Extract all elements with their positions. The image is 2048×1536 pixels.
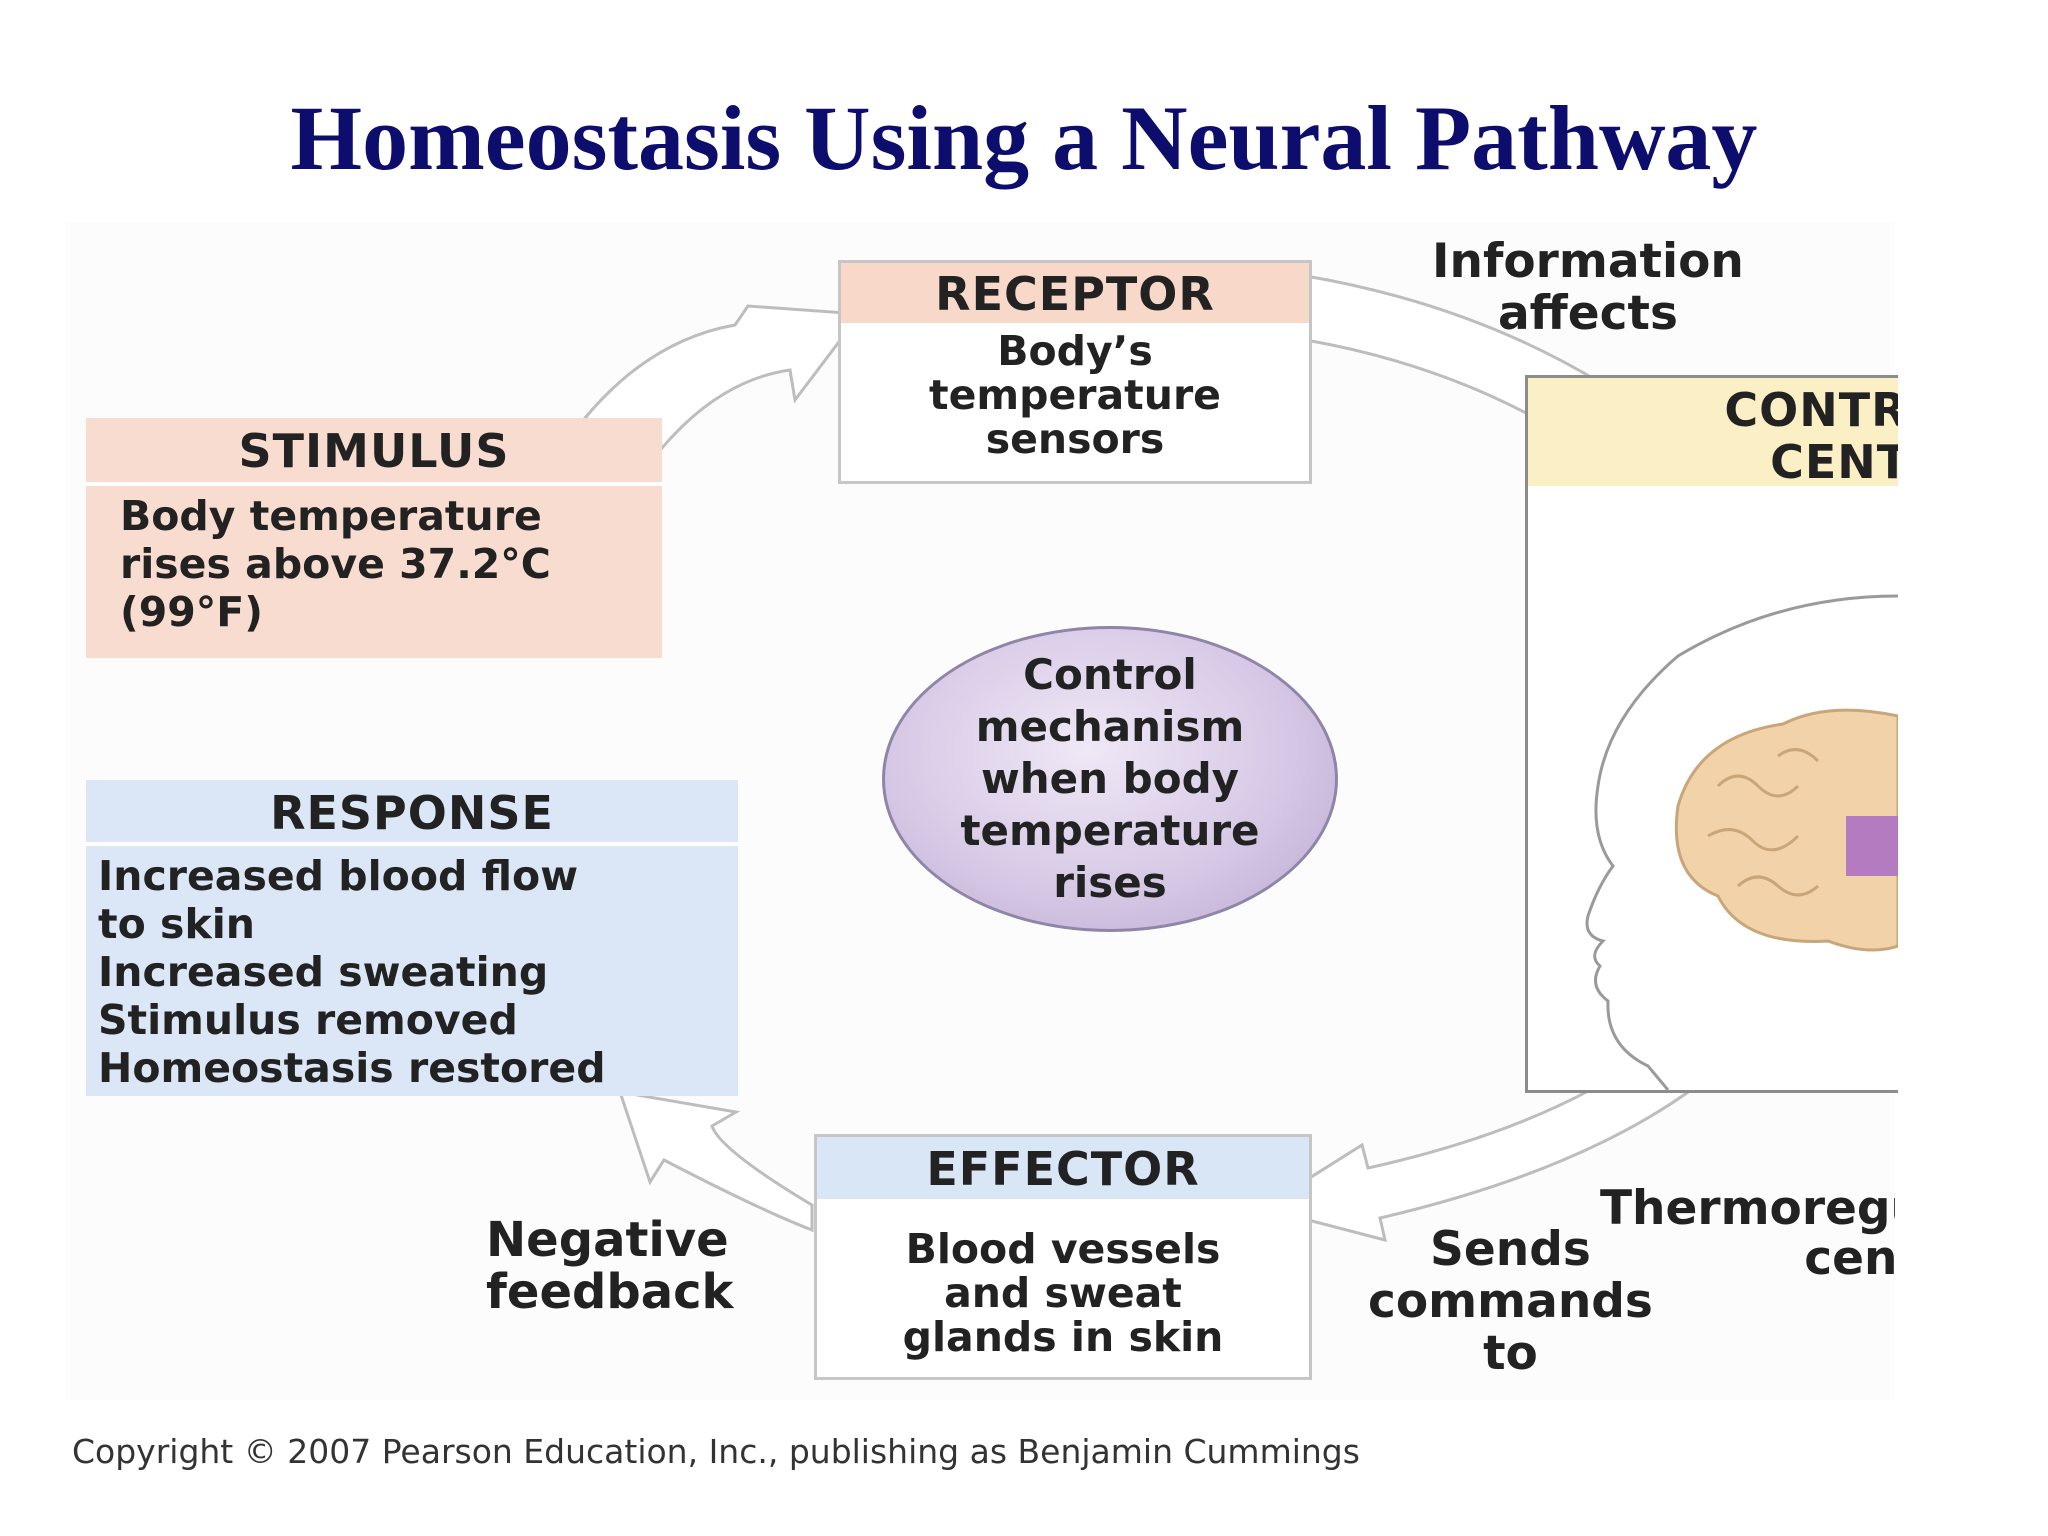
information-affects-label: Information affects [1432, 234, 1744, 341]
slide-title: Homeostasis Using a Neural Pathway [290, 87, 1758, 189]
control-mechanism-circle: Control mechanism when body temperature … [882, 626, 1338, 932]
response-box: RESPONSE Increased blood flow to skin In… [86, 780, 738, 1096]
receptor-text: Body’s temperature sensors [929, 327, 1221, 463]
effector-text: Blood vessels and sweat glands in skin [902, 1225, 1224, 1361]
receptor-box: RECEPTOR Body’s temperature sensors [838, 260, 1312, 484]
thermoregulatory-center-text: Thermoregulatory center [1600, 1181, 1895, 1286]
response-text: Increased blood flow to skin Increased s… [98, 852, 606, 1092]
head-brain-illustration [1585, 594, 1898, 1090]
thermoregulatory-center-label: Thermoregulatory center [1600, 1134, 1895, 1334]
effector-heading: EFFECTOR [817, 1137, 1309, 1199]
control-center-box: CONTROL CENTER [1525, 375, 1898, 1093]
sends-commands-label: Sends commands to [1368, 1222, 1653, 1381]
head-outline [1585, 594, 1898, 1090]
negative-feedback-label: Negative feedback [486, 1212, 734, 1320]
control-center-heading: CONTROL CENTER [1528, 378, 1898, 488]
hypothalamus-icon [1846, 816, 1898, 876]
stimulus-heading: STIMULUS [86, 418, 662, 486]
stimulus-text: Body temperature rises above 37.2°C (99°… [120, 492, 551, 636]
copyright-notice: Copyright © 2007 Pearson Education, Inc.… [72, 1432, 1360, 1471]
receptor-heading: RECEPTOR [841, 263, 1309, 323]
arrow-effector-to-response [617, 1090, 814, 1233]
effector-box: EFFECTOR Blood vessels and sweat glands … [814, 1134, 1312, 1380]
mechanism-text: Control mechanism when body temperature … [960, 650, 1260, 907]
response-heading: RESPONSE [86, 780, 738, 846]
brain-icon [1674, 708, 1898, 952]
stimulus-box: STIMULUS Body temperature rises above 37… [86, 418, 662, 658]
